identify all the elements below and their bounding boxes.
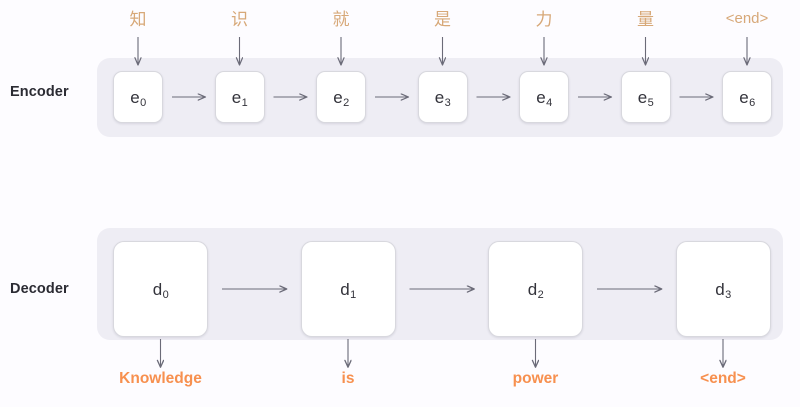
decoder-cell-d0[interactable]: d0 [113, 241, 208, 337]
decoder-cell-d2[interactable]: d2 [488, 241, 583, 337]
decoder-output-token-1: is [341, 370, 355, 387]
cell-label: e6 [739, 87, 756, 109]
encoder-cell-e6[interactable]: e6 [722, 71, 772, 123]
encoder-input-token-5: 量 [637, 10, 654, 29]
cell-label: e4 [536, 87, 553, 109]
cell-label: d0 [152, 279, 169, 301]
cell-label: d3 [715, 279, 732, 301]
decoder-output-token-2: power [512, 370, 559, 387]
encoder-cell-e5[interactable]: e5 [620, 71, 671, 123]
cell-label: e3 [434, 87, 451, 109]
cell-label: e5 [637, 87, 654, 109]
cell-label: d1 [340, 279, 357, 301]
encoder-input-token-6: <end> [725, 10, 769, 27]
cell-label: e0 [130, 87, 147, 109]
encoder-input-token-1: 识 [231, 10, 248, 29]
encoder-row-label: Encoder [10, 84, 69, 100]
cell-label: e2 [333, 87, 350, 109]
cell-label: d2 [527, 279, 544, 301]
cell-label: e1 [231, 87, 248, 109]
decoder-cell-d1[interactable]: d1 [300, 241, 396, 337]
encoder-cell-e4[interactable]: e4 [519, 71, 569, 123]
encoder-cell-e2[interactable]: e2 [316, 71, 366, 123]
decoder-panel [97, 228, 783, 340]
encoder-input-token-2: 就 [332, 10, 350, 29]
encoder-input-token-4: 力 [535, 10, 553, 29]
decoder-cell-d3[interactable]: d3 [675, 241, 771, 337]
encoder-cell-e1[interactable]: e1 [214, 71, 265, 123]
encoder-cell-e0[interactable]: e0 [113, 71, 163, 123]
decoder-output-token-0: Knowledge [119, 370, 202, 387]
encoder-input-token-0: 知 [129, 10, 147, 29]
decoder-output-token-3: <end> [700, 370, 746, 387]
encoder-input-token-3: 是 [434, 10, 451, 29]
encoder-cell-e3[interactable]: e3 [417, 71, 468, 123]
decoder-row-label: Decoder [10, 281, 69, 297]
